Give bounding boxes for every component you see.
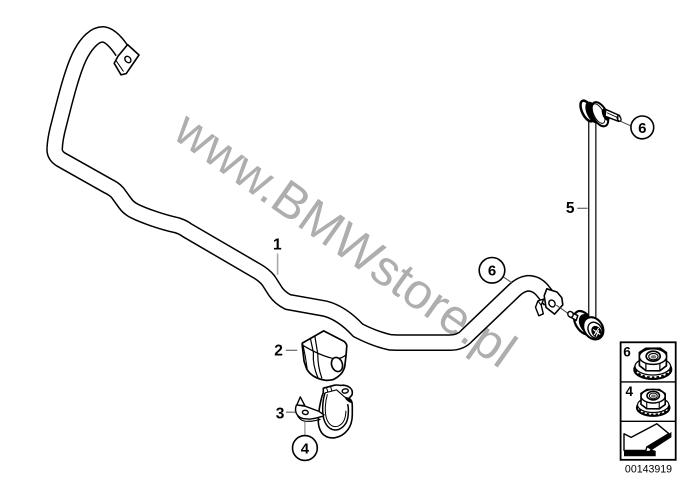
svg-text:3: 3 (276, 406, 285, 423)
svg-text:6: 6 (638, 120, 646, 137)
svg-text:6: 6 (488, 263, 496, 280)
svg-text:6: 6 (623, 344, 631, 359)
svg-text:1: 1 (273, 236, 282, 253)
svg-text:2: 2 (274, 343, 283, 360)
svg-text:00143919: 00143919 (625, 463, 672, 475)
svg-text:4: 4 (301, 440, 310, 457)
svg-text:5: 5 (566, 200, 575, 217)
svg-text:4: 4 (625, 384, 633, 399)
